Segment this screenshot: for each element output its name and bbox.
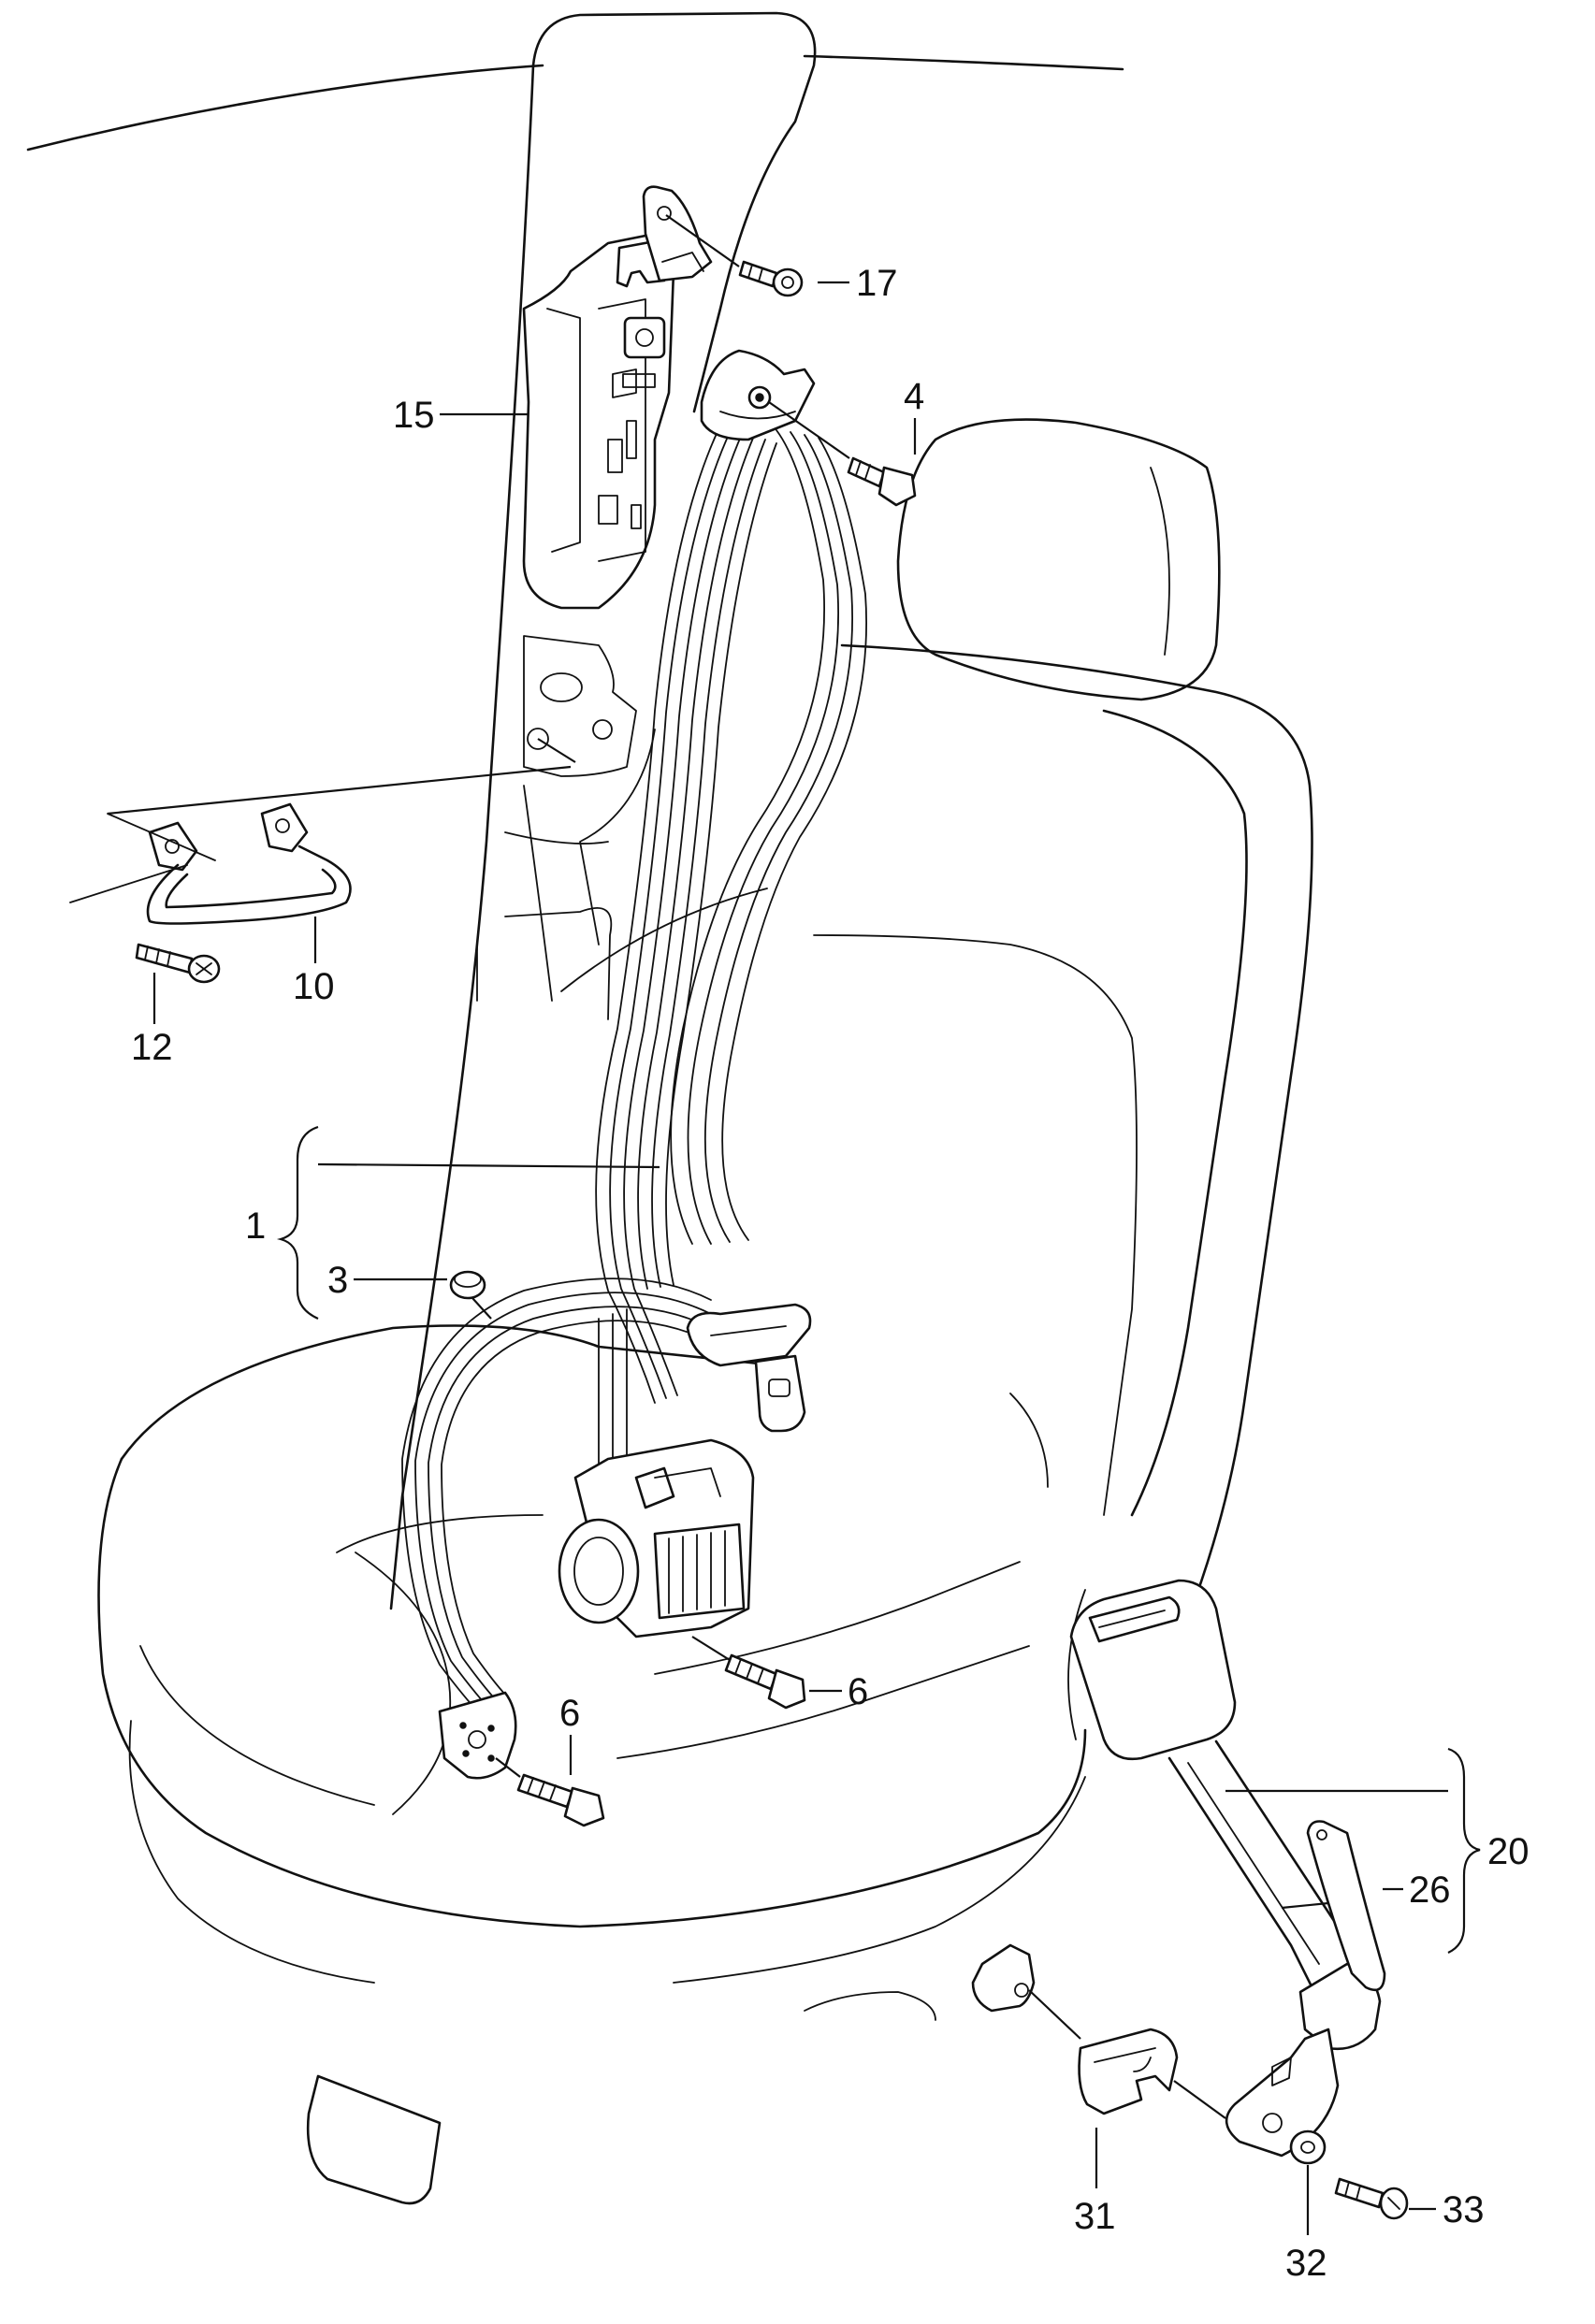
cap-3 xyxy=(449,1270,486,1300)
callout-33: 33 xyxy=(1443,2189,1485,2230)
upper-belt-guide xyxy=(700,349,816,441)
seat-cushion xyxy=(97,1324,1087,2205)
callout-32: 32 xyxy=(1285,2243,1327,2284)
cover-26 xyxy=(1306,1820,1386,1992)
callout-31: 31 xyxy=(1074,2196,1116,2237)
bolt-4 xyxy=(847,456,917,507)
pillar-lower-bracket xyxy=(523,635,637,777)
callout-17: 17 xyxy=(856,263,898,304)
bracket-10 xyxy=(69,802,352,925)
callout-3: 3 xyxy=(327,1260,348,1301)
callout-26: 26 xyxy=(1409,1869,1451,1911)
callout-1: 1 xyxy=(245,1205,266,1247)
callout-10: 10 xyxy=(293,966,335,1007)
bolt-6-retractor xyxy=(724,1653,806,1710)
height-adjuster-rail xyxy=(522,232,675,610)
b-pillar xyxy=(26,11,1124,1610)
upper-anchor-plate xyxy=(642,185,713,282)
washer-32 xyxy=(1289,2129,1327,2165)
bolt-17 xyxy=(738,260,804,297)
bolt-6-anchor xyxy=(516,1773,605,1827)
lap-belt-end-fitting xyxy=(438,1691,517,1780)
belt-webbing xyxy=(401,425,868,1722)
callout-6-retractor: 6 xyxy=(848,1671,868,1712)
callout-20: 20 xyxy=(1487,1831,1530,1872)
leader-lines xyxy=(107,214,1481,2235)
screw-12 xyxy=(135,943,221,984)
bolt-33 xyxy=(1334,2177,1409,2220)
callout-4: 4 xyxy=(904,376,924,417)
callout-15: 15 xyxy=(393,395,435,436)
callout-6-anchor: 6 xyxy=(559,1693,580,1734)
callout-labels: 1 3 4 6 6 10 12 15 17 20 26 31 32 33 xyxy=(131,263,1530,2284)
callout-12: 12 xyxy=(131,1027,173,1068)
bracket-31 xyxy=(971,1943,1179,2115)
headrest xyxy=(896,418,1221,701)
belt-retractor xyxy=(558,1438,755,1638)
belt-tongue xyxy=(686,1303,812,1433)
belt-buckle xyxy=(1069,1579,1382,2158)
